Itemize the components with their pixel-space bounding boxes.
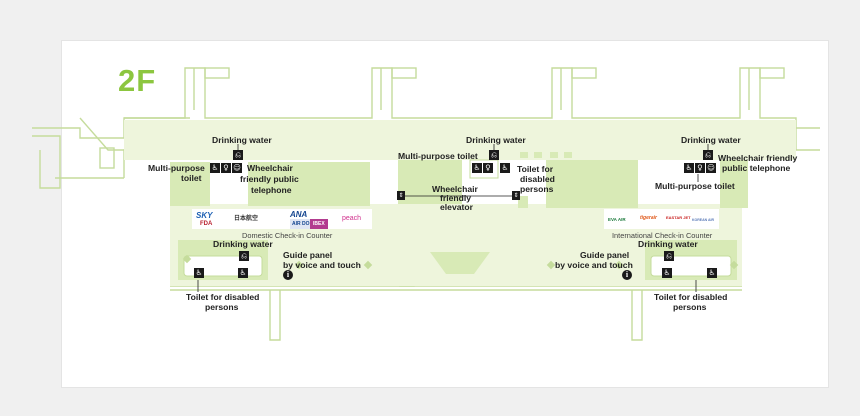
eastar-logo: EASTAR JET xyxy=(666,215,691,220)
block-center-b xyxy=(518,196,528,208)
ana-logo: ANA xyxy=(290,210,308,219)
block-left-b xyxy=(248,162,370,206)
wheelchair-icon: ♿ xyxy=(707,268,717,278)
wheelchair-phone-label-1b: friendly public xyxy=(240,174,299,184)
multi-purpose-label-2: Multi-purpose toilet xyxy=(398,151,478,161)
drinking-water-icon: ⎌ xyxy=(239,251,249,261)
wheelchair-icon: ♿ xyxy=(238,268,248,278)
diamond-2 xyxy=(363,260,373,270)
left-pier xyxy=(269,290,281,341)
wheelchair-phone-label-2b: public telephone xyxy=(722,163,791,173)
wheelchair-icon: ♿ xyxy=(500,163,510,173)
baby-icon: ☺ xyxy=(232,163,242,173)
international-counter-label: International Check-in Counter xyxy=(612,231,713,240)
drinking-water-icon: ⎌ xyxy=(233,150,243,160)
diamond-3 xyxy=(546,260,556,270)
peach-logo: peach xyxy=(342,215,362,222)
bridge-head-2 xyxy=(391,67,417,79)
wheelchair-phone-label-1c: telephone xyxy=(251,185,292,195)
wheelchair-icon: ♿ xyxy=(662,268,672,278)
multi-purpose-label-1a: Multi-purpose xyxy=(148,163,205,173)
toilet-disabled-label-c3: persons xyxy=(520,184,554,194)
right-pier xyxy=(631,290,643,341)
drinking-water-icon: ⎌ xyxy=(664,251,674,261)
main-corridor-fill xyxy=(124,120,796,160)
guide-panel-label-2b: by voice and touch xyxy=(555,260,633,270)
domestic-counter-label: Domestic Check-in Counter xyxy=(242,231,333,240)
wheelchair-icon: ♿ xyxy=(194,268,204,278)
jal-logo: 日本航空 xyxy=(234,216,259,222)
fda-logo: FDA xyxy=(200,221,213,227)
drinking-water-icon: ⎌ xyxy=(703,150,713,160)
left-wing-lower xyxy=(32,135,61,189)
floor-label: 2F xyxy=(118,63,157,98)
elevator-label-3: elevator xyxy=(440,202,473,212)
bridge-head-3 xyxy=(571,67,597,79)
block-center-a xyxy=(398,160,462,204)
guide-panel-label-1a: Guide panel xyxy=(283,250,333,260)
guide-panel-label-1b: by voice and touch xyxy=(283,260,361,270)
toilet-disabled-label-c2: disabled xyxy=(520,174,555,184)
elevator-label-2: friendly xyxy=(440,193,472,203)
block-right-b xyxy=(720,160,748,208)
drinking-water-label-2: Drinking water xyxy=(466,135,526,145)
toilet-icon: ♀ xyxy=(695,163,705,173)
gate-square-4 xyxy=(564,152,572,158)
elevator-label-1: Wheelchair xyxy=(432,184,478,194)
ibex-logo: IBEX xyxy=(310,219,328,229)
wheelchair-phone-label-1a: Wheelchair xyxy=(247,163,293,173)
eva-logo: EVA AIR xyxy=(608,217,626,222)
diamond-5 xyxy=(294,260,304,270)
toilet-disabled-label-l1: Toilet for disabled xyxy=(186,292,260,302)
toilet-icon: ♀ xyxy=(483,163,493,173)
elevator-icon: ⇕ xyxy=(512,191,520,200)
elevator-icon: ⇕ xyxy=(397,191,405,200)
skymark-logo: SKY xyxy=(196,211,213,220)
left-stair-block xyxy=(99,147,115,169)
wheelchair-icon: ♿ xyxy=(684,163,694,173)
bridge-head-1 xyxy=(204,67,230,79)
block-left-a xyxy=(170,162,210,206)
drinking-water-label-3: Drinking water xyxy=(681,135,741,145)
baby-icon: ☺ xyxy=(706,163,716,173)
left-stairs xyxy=(79,117,124,151)
drinking-water-label-1: Drinking water xyxy=(212,135,272,145)
lower-outline-right xyxy=(795,128,820,151)
info-icon: i xyxy=(622,270,632,280)
multi-purpose-label-1b: toilet xyxy=(181,173,202,183)
guide-panel-label-2a: Guide panel xyxy=(580,250,630,260)
wheelchair-icon: ♿ xyxy=(472,163,482,173)
toilet-icon: ♀ xyxy=(221,163,231,173)
diamond-6 xyxy=(614,260,624,270)
wheelchair-icon: ♿ xyxy=(210,163,220,173)
block-right-a xyxy=(546,160,638,208)
tigerair-logo: tigerair xyxy=(640,215,657,221)
diamond-1 xyxy=(182,254,192,264)
domestic-logo-strip: SKY FDA 日本航空 ANA AIR DO IBEX peach xyxy=(192,209,372,229)
bridge-head-4 xyxy=(759,67,785,79)
toilet-disabled-label-r2: persons xyxy=(673,302,707,312)
escalator-fill xyxy=(430,252,490,274)
multi-purpose-label-3: Multi-purpose toilet xyxy=(655,181,735,191)
diamond-4 xyxy=(729,260,739,270)
airdo-logo: AIR DO xyxy=(290,219,312,229)
drinking-water-label-4: Drinking water xyxy=(213,239,273,249)
info-icon: i xyxy=(283,270,293,280)
drinking-water-label-5: Drinking water xyxy=(638,239,698,249)
wheelchair-phone-label-2a: Wheelchair friendly xyxy=(718,153,798,163)
gate-square-3 xyxy=(550,152,558,158)
gate-square-1 xyxy=(520,152,528,158)
korean-logo: KOREAN AIR xyxy=(692,218,715,222)
drinking-water-icon: ⎌ xyxy=(489,150,499,160)
toilet-disabled-label-c1: Toilet for xyxy=(517,164,554,174)
international-logo-strip: EVA AIR tigerair EASTAR JET KOREAN AIR xyxy=(604,209,719,229)
toilet-disabled-label-l2: persons xyxy=(205,302,239,312)
toilet-disabled-label-r1: Toilet for disabled xyxy=(654,292,728,302)
gate-square-2 xyxy=(534,152,542,158)
